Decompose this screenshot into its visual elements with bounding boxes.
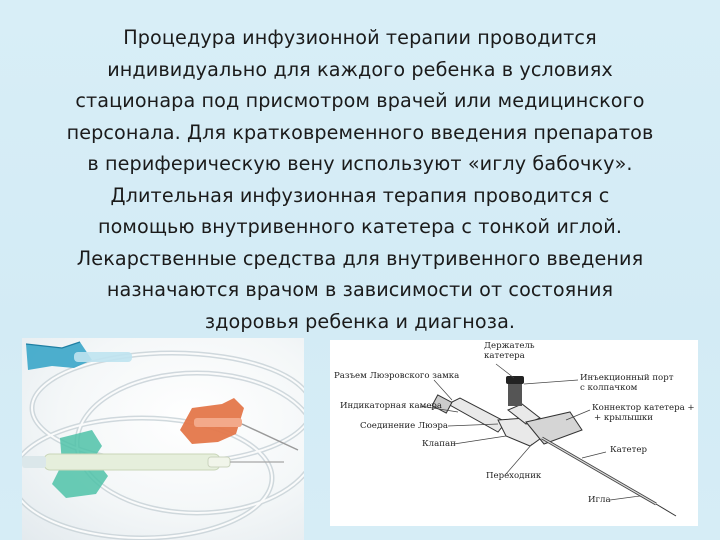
text-line-3: стационара под присмотром врачей или мед… (75, 89, 645, 112)
label-connector-1: Коннектор катетера + (592, 403, 695, 413)
text-line-1: Процедура инфузионной терапии проводится (123, 26, 597, 49)
butterfly-needles-photo (22, 338, 304, 540)
label-holder-2: катетера (484, 351, 525, 361)
label-connector-2: + крылышки (594, 413, 654, 423)
iv-catheter-diagram: Держатель катетера Разъем Люэровского за… (330, 340, 698, 526)
orange-butterfly-wing (180, 398, 299, 451)
label-port-1: Инъекционный порт (580, 373, 674, 383)
text-line-5: в периферическую вену используют «иглу б… (87, 152, 633, 175)
text-line-6: Длительная инфузионная терапия проводитс… (110, 183, 610, 207)
label-valve: Клапан (422, 439, 456, 449)
text-line-9: назначаются врачом в зависимости от сост… (106, 278, 614, 301)
blue-butterfly-wing (25, 341, 132, 370)
green-butterfly-wing (22, 430, 284, 498)
label-port-2: с колпачком (580, 383, 638, 393)
label-catheter: Катетер (610, 445, 647, 455)
butterfly-needles-illustration (22, 341, 304, 540)
text-line-8: Лекарственные средства для внутривенного… (76, 246, 644, 270)
catheter-drawing (419, 363, 677, 517)
slide-body-text: Процедура инфузионной терапии проводится… (40, 22, 680, 337)
label-holder-1: Держатель (484, 341, 535, 351)
label-luer-lock: Разъем Люэровского замка (334, 371, 460, 381)
label-luer-joint: Соединение Люэра (360, 421, 449, 431)
label-needle: Игла (588, 495, 611, 505)
label-adapter: Переходник (486, 471, 542, 481)
text-line-2: индивидуально для каждого ребенка в усло… (107, 57, 613, 81)
text-line-7: помощью внутривенного катетера с тонкой … (97, 215, 623, 238)
label-indicator-chamber: Индикаторная камера (340, 401, 443, 411)
text-line-4: персонала. Для кратковременного введения… (66, 120, 654, 144)
text-line-10: здоровья ребенка и диагноза. (204, 309, 516, 333)
